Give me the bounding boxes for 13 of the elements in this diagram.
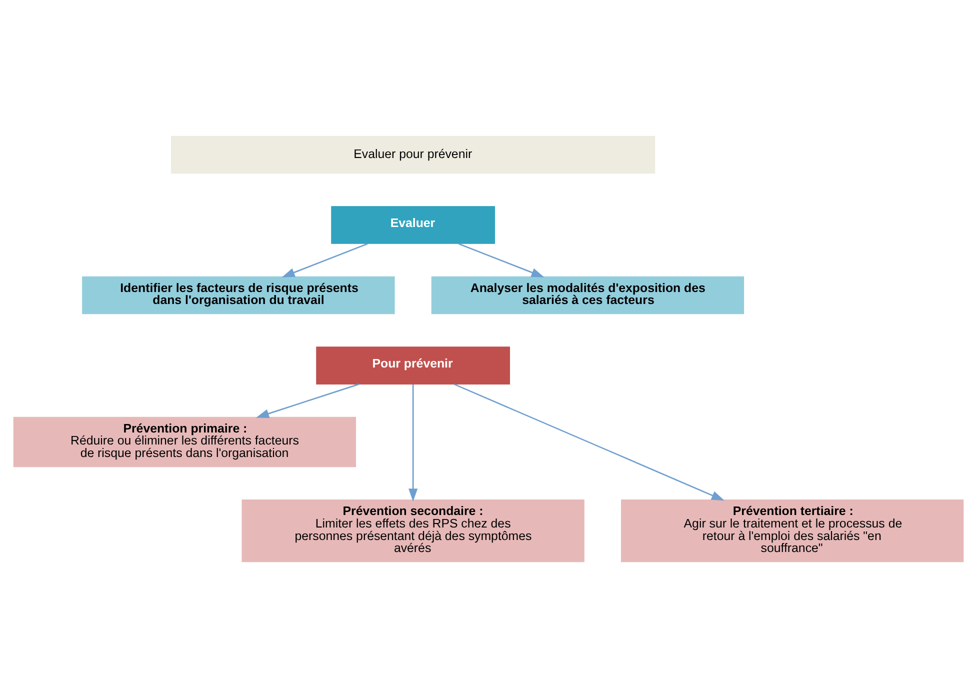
node-box: Prévention primaire : Réduire ou éliminer les différents facteurs de risque présents dans l'organisation — [12, 416, 356, 467]
node-box: Pour prévenir — [316, 346, 510, 384]
node-box: Identifier les facteurs de risque présents dans l'organisation du travail — [82, 276, 394, 314]
arrow — [453, 383, 724, 500]
node-box: Evaluer pour prévenir — [170, 135, 655, 174]
node-box: Evaluer — [330, 206, 494, 244]
node-box: Prévention secondaire : Limiter les effets des RPS chez des personnes présentant déjà des symptômes avérés — [241, 499, 584, 562]
arrow — [255, 383, 359, 418]
arrow — [281, 242, 368, 277]
arrow — [408, 384, 418, 502]
arrow — [458, 242, 544, 277]
node-box: Prévention tertiaire : Agir sur le traitement et le processus de retour à l'emploi des salariés "en souffrance" — [620, 499, 964, 562]
node-box: Analyser les modalités d'exposition des salariés à ces facteurs — [430, 276, 744, 314]
